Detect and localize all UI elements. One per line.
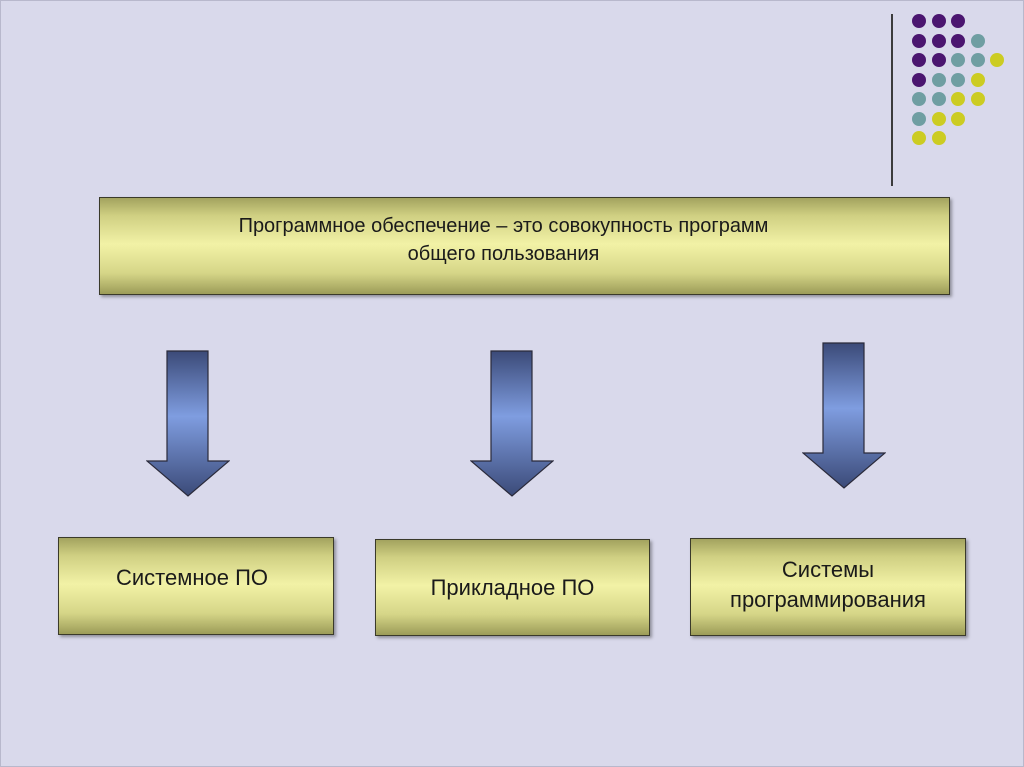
dot-icon (931, 14, 946, 28)
definition-text: Программное обеспечение – это совокупнос… (239, 212, 769, 268)
down-arrow-icon (802, 342, 886, 489)
divider-line (891, 14, 893, 186)
down-arrow-icon (470, 350, 554, 497)
dot-icon (970, 92, 985, 106)
dot-icon (990, 53, 1004, 67)
dot-icon (912, 72, 926, 87)
down-arrow-icon (146, 350, 230, 497)
programming-systems-line-1: Системы (781, 557, 875, 582)
dot-icon (912, 92, 926, 106)
dot-icon (951, 14, 965, 28)
dot-icon (931, 72, 946, 87)
dot-icon (970, 33, 985, 48)
dot-icon (912, 53, 926, 67)
system-software-box: Системное ПО (58, 537, 334, 635)
dot-icon (912, 33, 926, 48)
definition-box: Программное обеспечение – это совокупнос… (99, 197, 950, 295)
dot-icon (951, 53, 965, 67)
definition-line-1: Программное обеспечение – это совокупнос… (238, 215, 769, 237)
programming-systems-box: Системы программирования (690, 538, 966, 636)
dot-icon (951, 111, 965, 126)
dot-icon (931, 111, 946, 126)
dot-icon (951, 92, 965, 106)
dot-icon (970, 53, 985, 67)
dot-icon (912, 131, 926, 145)
programming-systems-label: Системы программирования (730, 555, 926, 615)
dot-icon (951, 33, 965, 48)
applied-software-box: Прикладное ПО (375, 539, 650, 636)
dot-icon (931, 92, 946, 106)
dot-icon (931, 33, 946, 48)
definition-line-2: общего пользования (407, 243, 600, 265)
dot-icon (912, 111, 926, 126)
programming-systems-line-2: программирования (730, 587, 926, 612)
dot-icon (951, 72, 965, 87)
dot-icon (912, 14, 926, 28)
system-software-label: Системное ПО (115, 565, 269, 590)
dot-icon (931, 53, 946, 67)
applied-software-label: Прикладное ПО (430, 574, 595, 600)
dot-icon (970, 72, 985, 87)
dot-icon (931, 131, 946, 145)
